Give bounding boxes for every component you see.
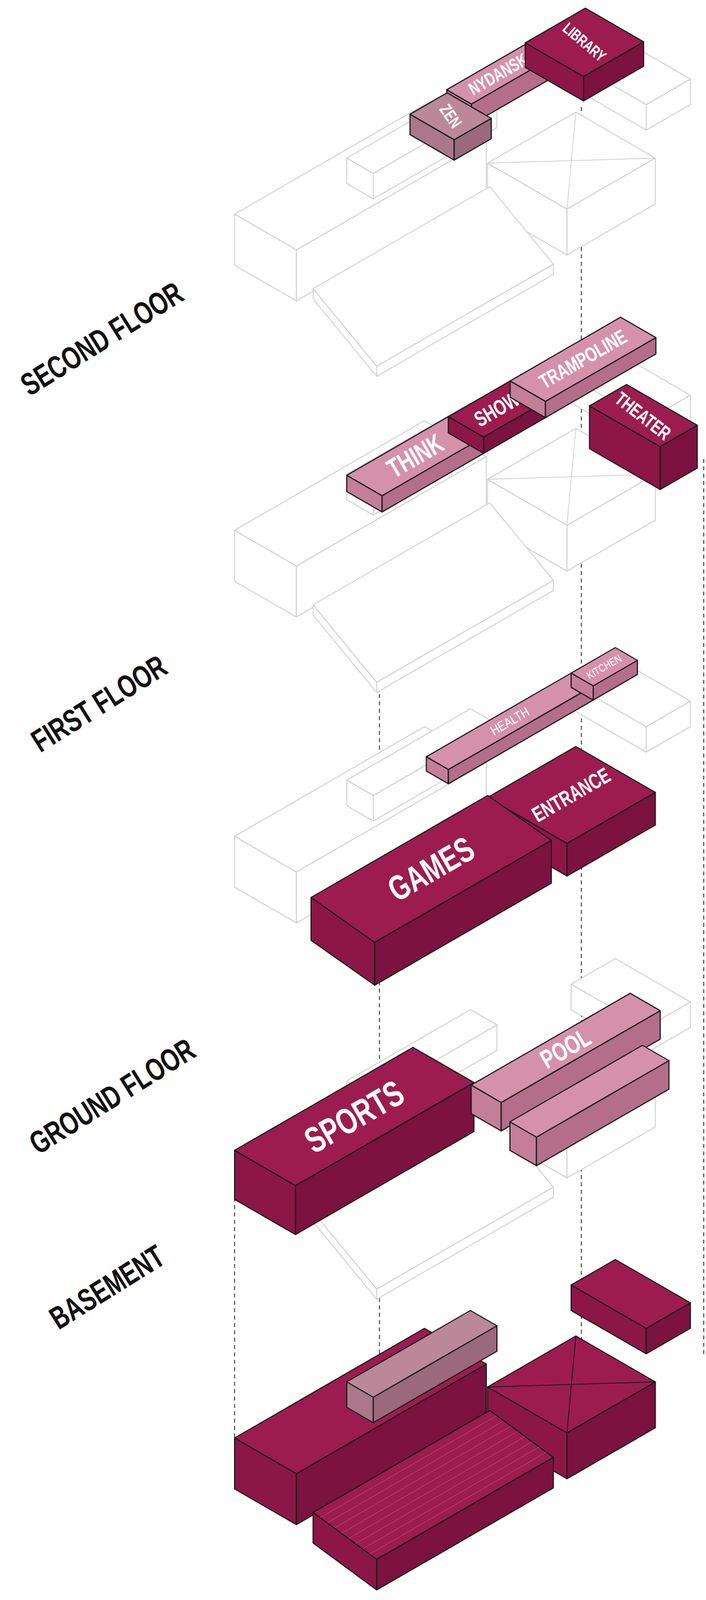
program-block: POOL [469, 991, 671, 1168]
hatch-line [362, 1447, 540, 1550]
footprint-face [313, 1410, 554, 1560]
alignment-line [234, 1183, 236, 1439]
block-face [311, 795, 552, 943]
block-volume [309, 793, 554, 988]
hatch-line [341, 1431, 518, 1534]
program-block: KITCHEN [569, 645, 640, 703]
hatch-line [355, 1442, 533, 1545]
hatch-line [327, 1421, 505, 1524]
hatch-line [369, 1452, 547, 1555]
program-block: SPORTS [232, 1045, 476, 1237]
block-volume [469, 991, 671, 1168]
hatch-line [320, 1415, 497, 1518]
hatch-line [348, 1436, 526, 1539]
alignment-lines [234, 107, 704, 1586]
block-face [346, 416, 484, 496]
alignment-line [703, 458, 705, 1357]
block-volume [232, 1045, 476, 1237]
block-volume [523, 6, 646, 104]
program-block: ZEN [407, 90, 494, 163]
floor-label: GROUND FLOOR [24, 1032, 201, 1160]
hatch-line [334, 1426, 512, 1529]
program-block: LIBRARY [523, 6, 646, 104]
footprint-face [487, 112, 656, 210]
roof-line [487, 112, 656, 210]
block-face [571, 647, 638, 687]
floor-label: SECOND FLOOR [15, 276, 189, 402]
footprint-face [571, 1259, 691, 1329]
floor-footprint [234, 351, 691, 693]
floor-label: FIRST FLOOR [26, 649, 173, 758]
footprint-face [313, 502, 554, 683]
footprint-face [487, 1336, 656, 1433]
floor-label: BASEMENT [44, 1239, 170, 1335]
block-face [234, 1047, 474, 1186]
block-face [525, 7, 644, 77]
program-block: THEATER [587, 382, 700, 492]
program-block: GAMES [309, 793, 554, 988]
floor-footprint [234, 1259, 691, 1590]
block-face [509, 1045, 670, 1138]
footprint-face [313, 186, 554, 367]
block-volume [569, 645, 640, 703]
roof-line [487, 1336, 656, 1433]
footprint-face [346, 1310, 497, 1398]
block-volume [587, 382, 700, 492]
block-face [589, 384, 697, 448]
